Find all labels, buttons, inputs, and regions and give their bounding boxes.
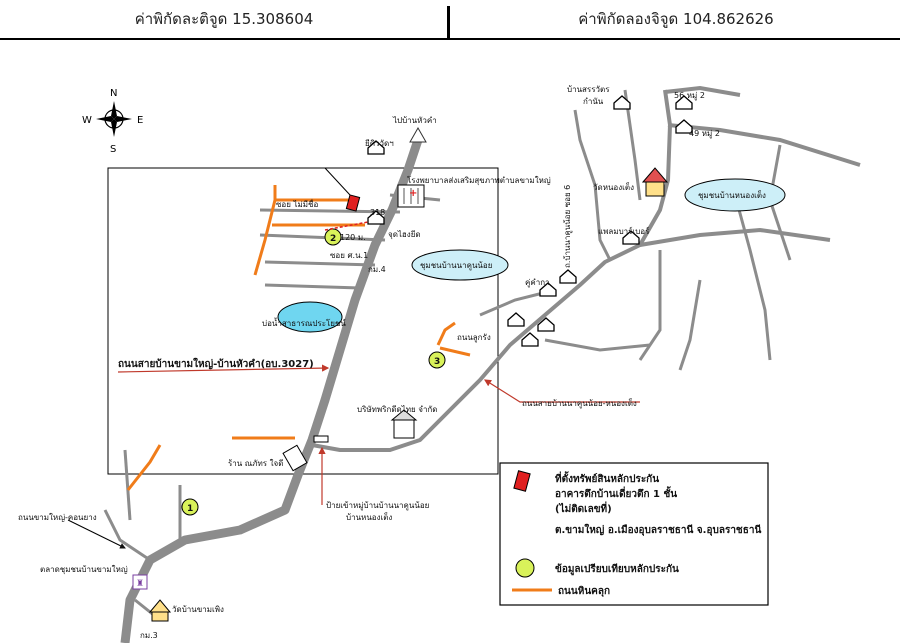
- point-1-label: 1: [187, 504, 193, 514]
- road-sw-3: [123, 449, 132, 521]
- distance-line: [324, 221, 369, 231]
- temple-nong-teng-icon: [641, 167, 669, 197]
- road-ne-2: [667, 123, 861, 167]
- market-icon: ♜: [132, 574, 148, 590]
- house-56-label: 56 หมู่ 2: [674, 91, 705, 101]
- hospital-label: โรงพยาบาลส่งเสริมสุขภาพตำบลขามใหญ่: [407, 175, 551, 185]
- sign-label-2: บ้านหนองเต็ง: [346, 512, 392, 522]
- jud-label: จุดไฮงยีด: [388, 230, 421, 239]
- soi-label: ซอย ไม่มีชื่อ: [276, 198, 318, 209]
- svg-text:♜: ♜: [136, 579, 144, 589]
- legend-gravel-label: ถนนหินคลุก: [558, 585, 610, 597]
- community-na-kun-noi-label: ชุมชนบ้านนาคูนน้อย: [420, 261, 492, 271]
- sign-icon: [313, 435, 329, 443]
- market-label: ตลาดชุมชนบ้านขามใหญ่: [40, 565, 128, 574]
- gravel-road-6: [436, 321, 456, 346]
- wat-nong-teng-label: วัดหนองเต็ง: [593, 182, 634, 192]
- compass-s: S: [110, 144, 116, 155]
- legend-compare-label: ข้อมูลเปรียบเทียบหลักประกัน: [555, 563, 679, 576]
- comparison-point-1: [181, 498, 199, 516]
- to-hua-kham-label: ไปบ้านหัวคำ: [392, 116, 437, 125]
- point-3-label: 3: [434, 357, 440, 367]
- road-ne-1: [664, 85, 741, 97]
- gravel-road-7: [439, 346, 471, 357]
- road-arrow-up: [409, 126, 427, 143]
- community-na-kun-noi-ellipse: [411, 249, 509, 281]
- company-icon: [390, 409, 418, 439]
- company-label: บริษัทพริกดีดไทย จำกัด: [357, 405, 437, 414]
- legend-property-title: ที่ตั้งทรัพย์สินหลักประกัน: [555, 471, 659, 485]
- pond-ellipse: [277, 301, 343, 333]
- road-n-soi6: [573, 109, 612, 261]
- temple-kham-phueng-icon: [148, 599, 172, 622]
- luk-rang-label: ถนนลูกรัง: [457, 333, 491, 343]
- header-divider: [447, 6, 450, 40]
- community-nong-teng-label: ชุมชนบ้านหนองเต็ง: [698, 190, 766, 200]
- road-w-3: [264, 260, 376, 267]
- longitude-text: ค่าพิกัดลองจิจูด 104.862626: [578, 10, 774, 28]
- pharmacy-label: แพลมบาร์เบอร์: [598, 226, 650, 236]
- soi6-label: ถ.บ้านนาคูนน้อย ซอย 6: [563, 185, 573, 268]
- road-n-2: [623, 89, 642, 201]
- soi-sn1-label: ซอย ศ.น.1: [330, 251, 368, 260]
- legend-property-line3: (ไม่ติดเลขที่): [555, 501, 612, 515]
- compass-icon: N S W E: [82, 88, 143, 155]
- comparison-point-2: [324, 228, 342, 246]
- shop-icon: [282, 444, 308, 472]
- road-e-3: [638, 250, 662, 361]
- sign-label: ป้ายเข้าหมู่บ้านบ้านนาคูนน้อย: [326, 501, 429, 511]
- legend-property-line2: อาคารตึกบ้านเดี่ยวตึก 1 ชั้น: [555, 486, 677, 500]
- main-road: [120, 138, 423, 643]
- comparison-point-3: [428, 351, 446, 369]
- ban-sawang-label: บ้านสรรวัตร: [567, 85, 610, 94]
- community-nong-teng-ellipse: [684, 178, 786, 212]
- legend-compare-marker: [515, 558, 535, 578]
- property-pointer: [324, 167, 351, 196]
- pond-label: บ่อน้ำสาธารณประโยชน์: [262, 317, 346, 328]
- kham-yai-road-arrow: [67, 519, 126, 549]
- map-legend: ที่ตั้งทรัพย์สินหลักประกัน อาคารตึกบ้านเ…: [499, 462, 769, 606]
- distance-label: 120 ม.: [340, 233, 366, 242]
- property-marker: [345, 194, 361, 212]
- road-w-2: [259, 233, 386, 242]
- house-49-label: 49 หมู่ 2: [689, 129, 720, 139]
- legend-property-marker: [513, 470, 531, 492]
- house-318-label: 318: [370, 208, 385, 217]
- wat-kham-phueng-label: วัดบ้านขามเพิง: [172, 605, 224, 614]
- road-e-2: [678, 279, 702, 371]
- km3-label: กม.3: [140, 631, 158, 640]
- road-na-kun-noi: [311, 89, 672, 452]
- km4-label: กม.4: [368, 265, 386, 274]
- kham-yai-road-label: ถนนขามใหญ่-คอนยาง: [18, 513, 97, 522]
- compass-e: E: [137, 115, 143, 126]
- hospital-icon: +: [397, 184, 425, 208]
- kamnan-label: กำนัน: [583, 97, 604, 106]
- point-2-label: 2: [330, 234, 336, 244]
- house-icons: [367, 95, 693, 347]
- side-road-label: ถนนสายบ้านนาคูนน้อย-หนองเต็ง: [522, 398, 637, 409]
- compass-w: W: [82, 115, 92, 126]
- road-e-1: [733, 194, 772, 361]
- coordinate-header: ค่าพิกัดละติจูด 15.308604 ค่าพิกัดลองจิจ…: [0, 0, 900, 40]
- svg-text:+: +: [409, 188, 417, 199]
- gravel-road-5: [126, 444, 162, 491]
- main-road-arrow: [117, 364, 330, 373]
- road-ne-3: [639, 227, 831, 247]
- side-road-arrow: [483, 379, 640, 403]
- road-sw-1: [103, 509, 151, 562]
- legend-property-line4: ต.ขามใหญ่ อ.เมืองอุบลราชธานี จ.อุบลราชธา…: [555, 523, 761, 536]
- thi-chiwawat-label: ยีคิววัดฯ: [365, 139, 394, 148]
- road-w-4: [264, 283, 361, 290]
- compass-n: N: [110, 88, 117, 99]
- road-e-4: [544, 338, 651, 352]
- shop-label: ร้าน ณภัทร ใจดี: [228, 459, 283, 468]
- main-road-label: ถนนสายบ้านขามใหญ่-บ้านหัวคำ(อบ.3027): [118, 357, 314, 370]
- gravel-road-1: [253, 198, 355, 276]
- location-map: N S W E +: [18, 85, 861, 643]
- kumkam-label: คู่คำกา: [525, 278, 550, 288]
- latitude-text: ค่าพิกัดละติจูด 15.308604: [134, 10, 314, 28]
